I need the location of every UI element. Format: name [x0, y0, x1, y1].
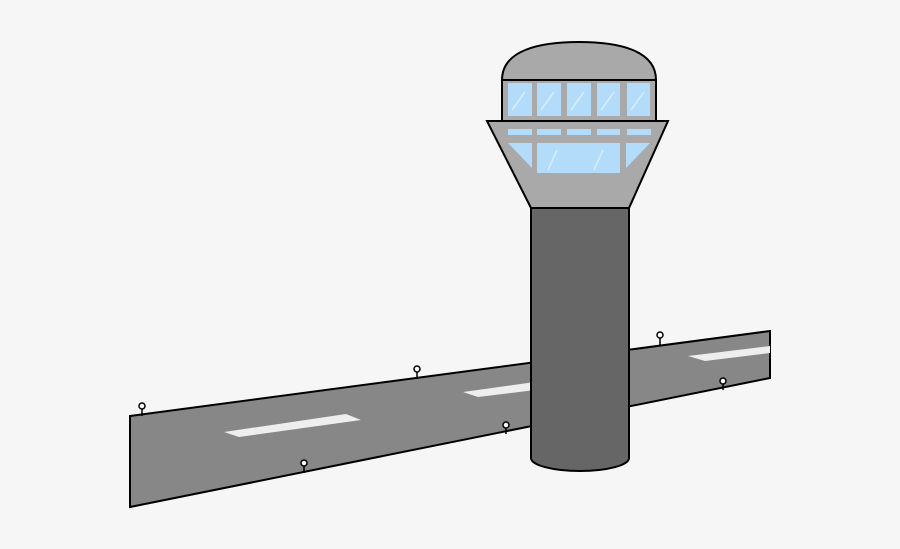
runway-light	[656, 331, 664, 345]
lower-windows	[508, 129, 651, 173]
runway-marking	[688, 346, 770, 361]
runway-marking	[224, 414, 361, 437]
runway-light	[719, 377, 727, 390]
runway	[129, 329, 771, 509]
runway-light	[300, 459, 308, 473]
runway-lights	[138, 331, 727, 473]
runway-light	[502, 421, 510, 434]
glass-glare	[511, 91, 645, 171]
runway-light	[138, 402, 146, 416]
runway-light	[413, 365, 421, 379]
runway-surface	[129, 329, 771, 509]
control-tower	[485, 40, 670, 472]
tower-dome	[500, 40, 658, 81]
runway-marking	[463, 382, 535, 397]
tower-column	[530, 207, 630, 472]
